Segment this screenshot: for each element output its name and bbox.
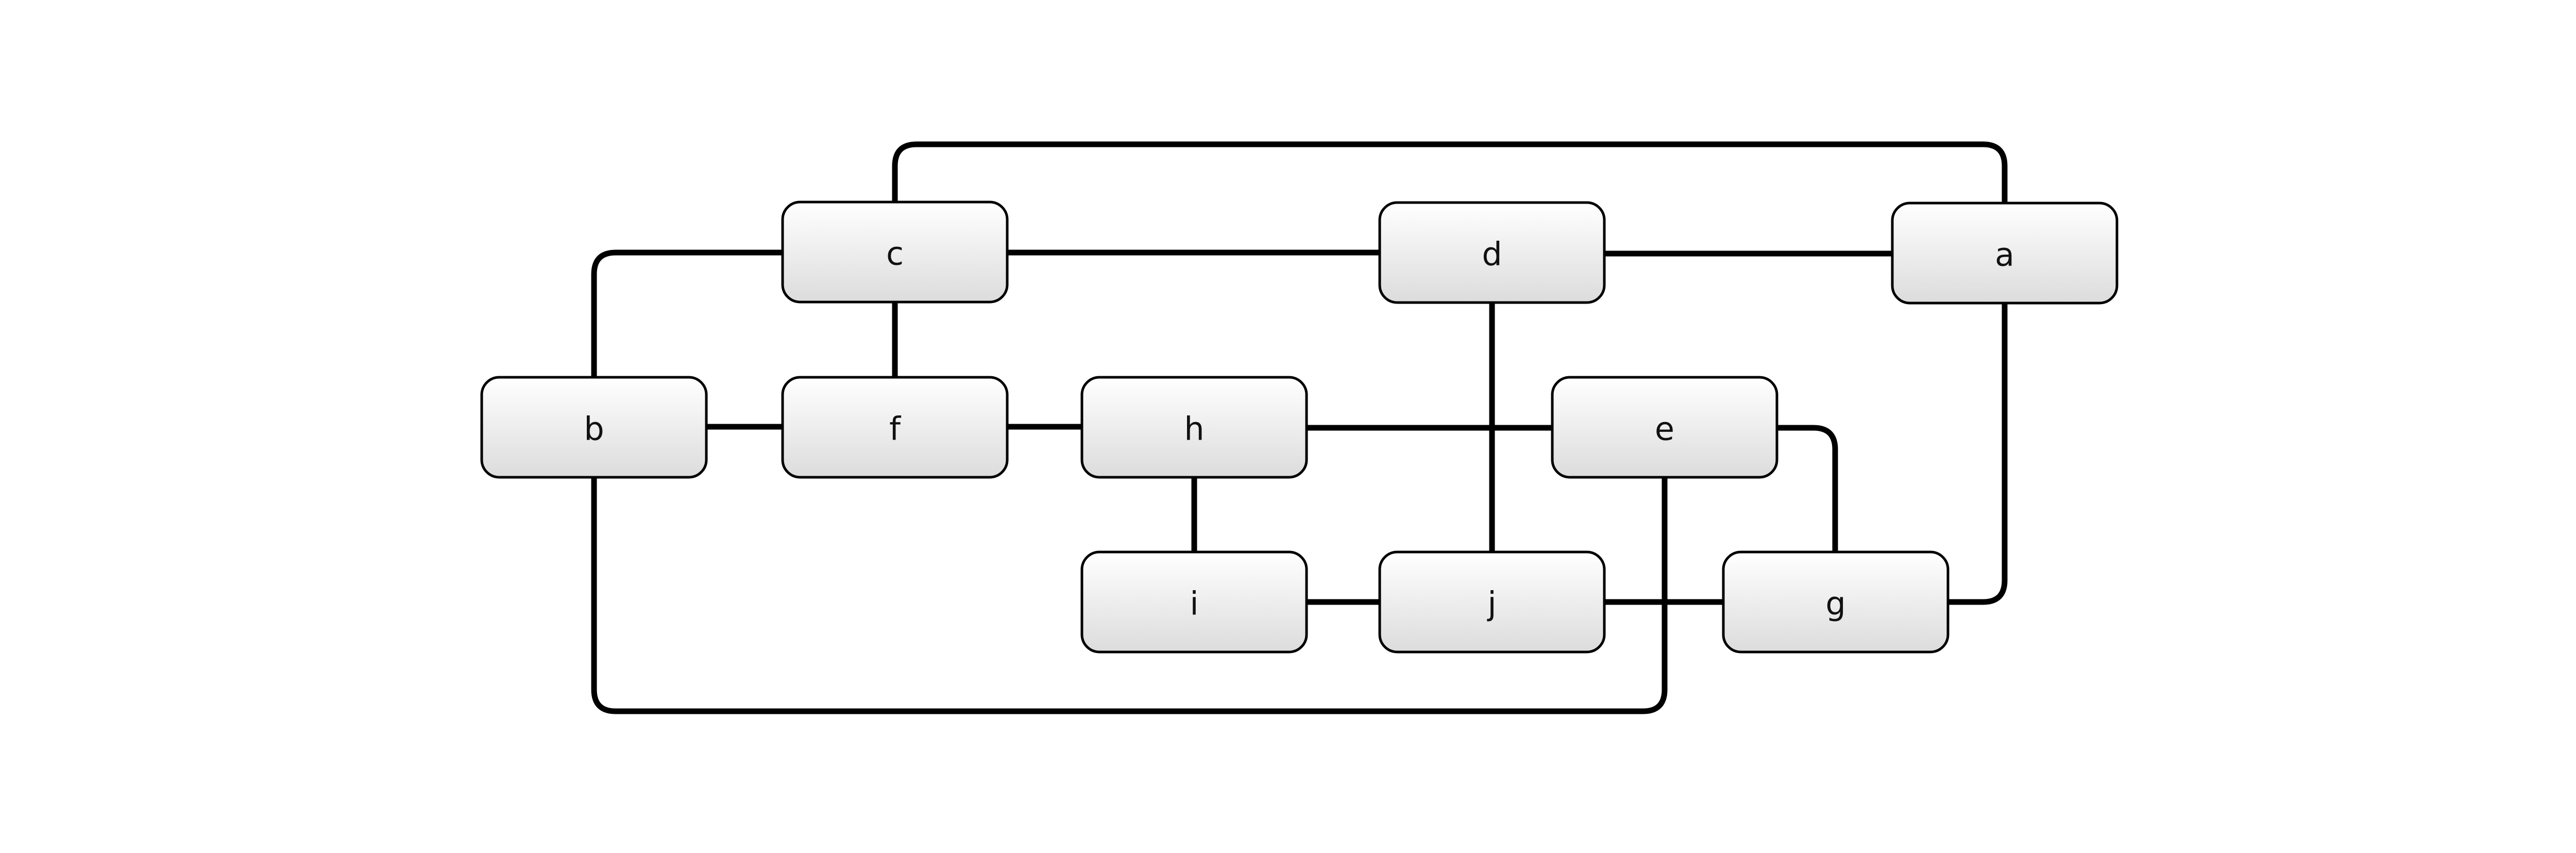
node-e[interactable]: e (1551, 376, 1778, 479)
nodes-layer: a b c d e f g h (480, 200, 2119, 654)
node-e-label: e (1655, 410, 1674, 448)
node-c[interactable]: c (781, 200, 1009, 304)
node-a-label: a (1995, 236, 2014, 274)
node-g[interactable]: g (1722, 550, 1950, 654)
edge-c-a (892, 141, 2008, 203)
node-i[interactable]: i (1080, 550, 1308, 654)
edge-g-a (1948, 303, 2008, 605)
node-a[interactable]: a (1891, 202, 2119, 305)
node-h-label: h (1184, 410, 1204, 448)
node-g-label: g (1825, 585, 1845, 623)
node-j-label: j (1486, 585, 1496, 623)
node-f-label: f (889, 410, 902, 448)
node-d[interactable]: d (1378, 201, 1606, 304)
edges-layer (591, 141, 2008, 714)
node-d-label: d (1482, 236, 1502, 273)
node-b-label: b (584, 410, 604, 448)
edge-e-g (1777, 425, 1838, 553)
node-f[interactable]: f (781, 376, 1009, 479)
node-h[interactable]: h (1080, 376, 1308, 479)
edge-c-b (591, 249, 783, 377)
edge-b-e (591, 476, 1668, 714)
node-b[interactable]: b (480, 376, 708, 479)
node-c-label: c (886, 235, 904, 273)
node-j[interactable]: j (1378, 550, 1606, 654)
node-i-label: i (1190, 585, 1198, 623)
